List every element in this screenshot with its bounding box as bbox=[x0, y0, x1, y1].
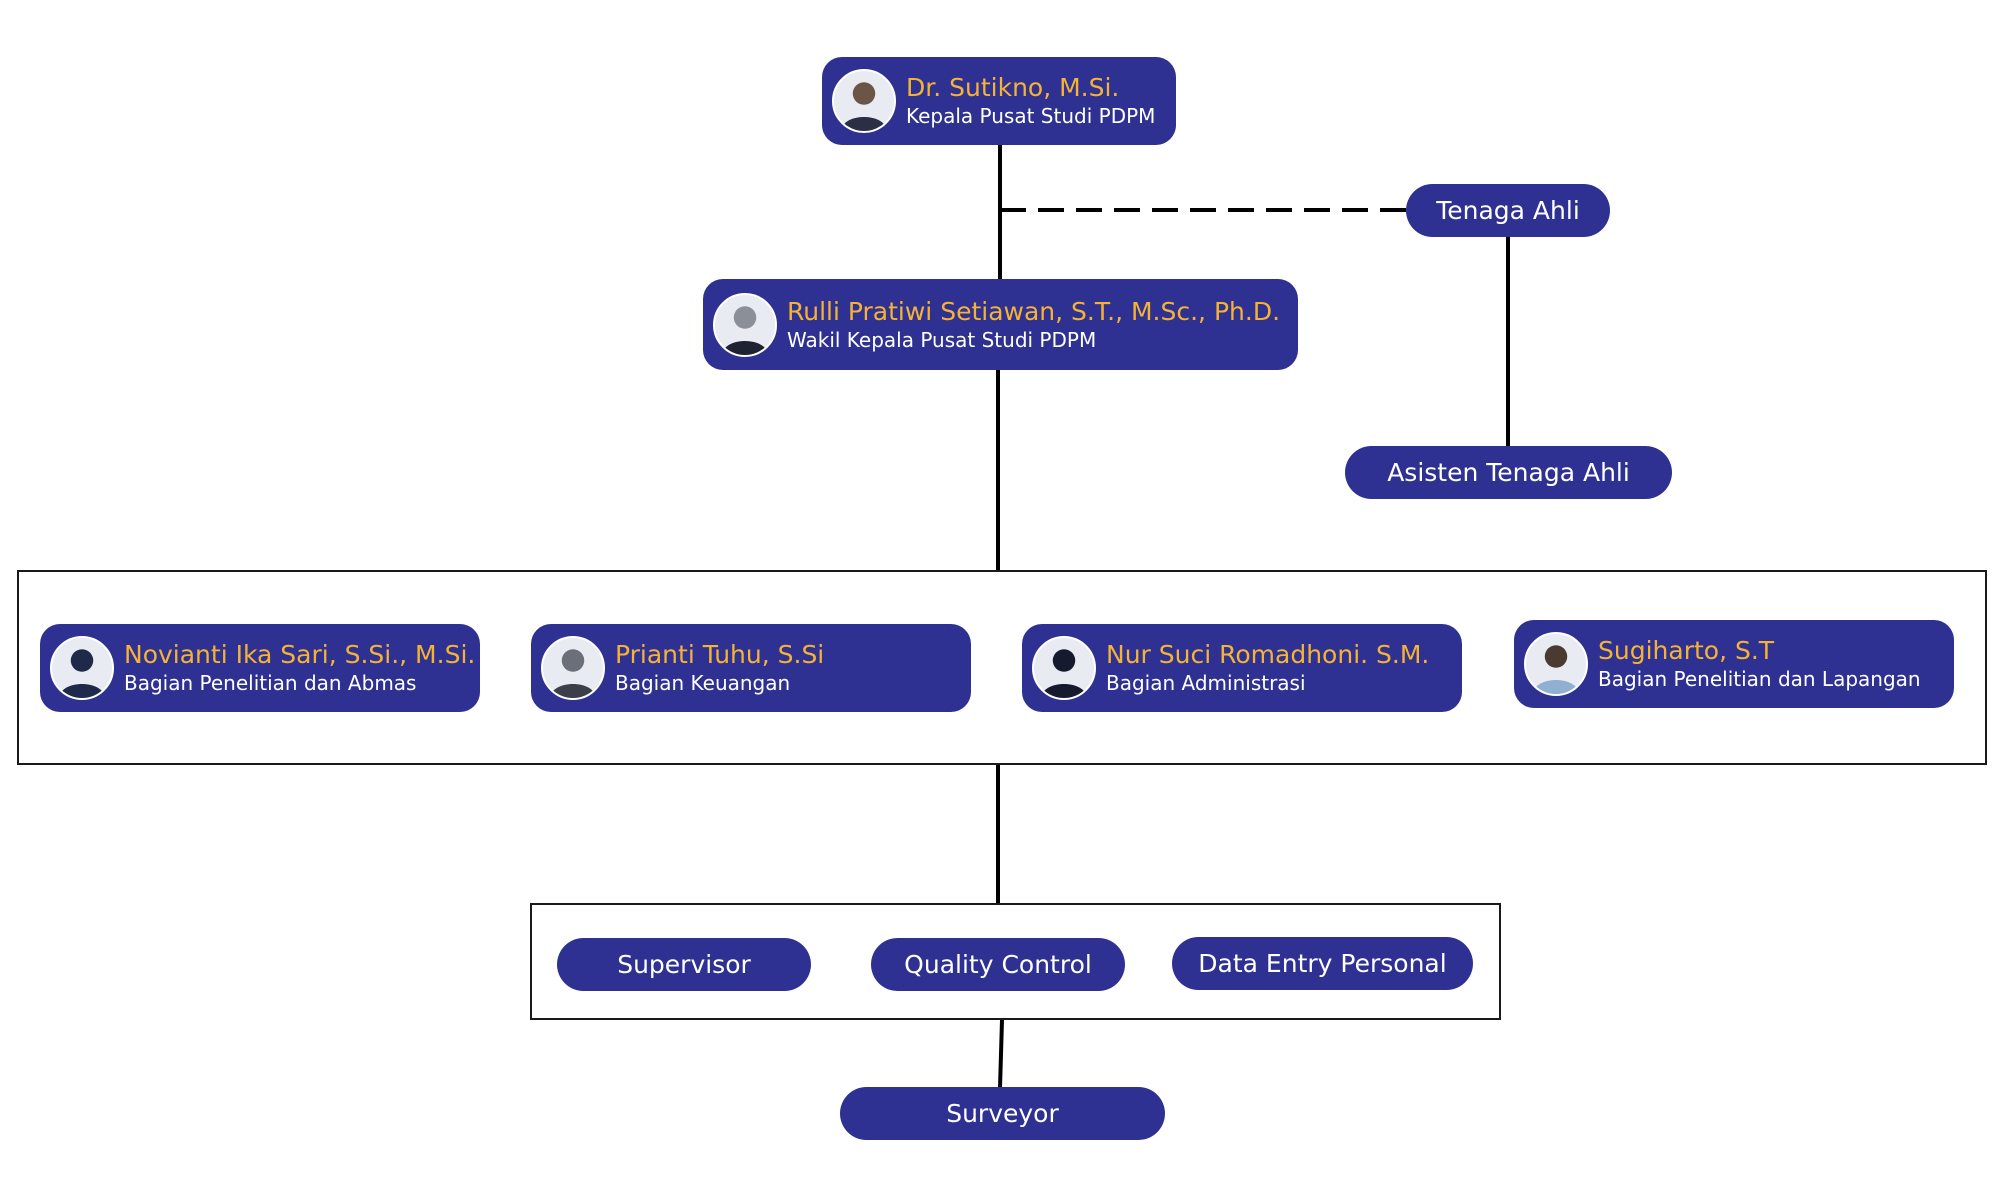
node-surveyor: Surveyor bbox=[840, 1087, 1165, 1140]
node-division-3: Nur Suci Romadhoni. S.M. Bagian Administ… bbox=[1022, 624, 1462, 712]
node-quality-control: Quality Control bbox=[871, 938, 1125, 991]
node-division-2: Prianti Tuhu, S.Si Bagian Keuangan bbox=[531, 624, 971, 712]
division-role: Bagian Penelitian dan Abmas bbox=[124, 671, 417, 695]
division-name: Nur Suci Romadhoni. S.M. bbox=[1106, 640, 1430, 669]
divisions-group-frame bbox=[17, 570, 1987, 765]
node-asisten-tenaga-ahli: Asisten Tenaga Ahli bbox=[1345, 446, 1672, 499]
head-name: Dr. Sutikno, M.Si. bbox=[906, 73, 1120, 102]
person-avatar-icon bbox=[1032, 636, 1096, 700]
person-avatar-icon bbox=[1524, 632, 1588, 696]
division-role: Bagian Administrasi bbox=[1106, 671, 1306, 695]
node-division-1: Novianti Ika Sari, S.Si., M.Si. Bagian P… bbox=[40, 624, 480, 712]
field-team-group-frame bbox=[530, 903, 1501, 1020]
division-role: Bagian Keuangan bbox=[615, 671, 791, 695]
node-division-4: Sugiharto, S.T Bagian Penelitian dan Lap… bbox=[1514, 620, 1954, 708]
node-data-entry-personal: Data Entry Personal bbox=[1172, 937, 1473, 990]
division-name: Sugiharto, S.T bbox=[1598, 636, 1775, 665]
person-avatar-icon bbox=[832, 69, 896, 133]
person-avatar-icon bbox=[541, 636, 605, 700]
node-head: Dr. Sutikno, M.Si. Kepala Pusat Studi PD… bbox=[822, 57, 1176, 145]
node-tenaga-ahli: Tenaga Ahli bbox=[1406, 184, 1610, 237]
connector-fieldteam-surveyor bbox=[998, 1019, 1004, 1089]
deputy-role: Wakil Kepala Pusat Studi PDPM bbox=[787, 327, 1097, 352]
person-avatar-icon bbox=[713, 292, 777, 357]
division-role: Bagian Penelitian dan Lapangan bbox=[1598, 667, 1921, 691]
person-avatar-icon bbox=[50, 636, 114, 700]
division-name: Novianti Ika Sari, S.Si., M.Si. bbox=[124, 640, 476, 669]
deputy-name: Rulli Pratiwi Setiawan, S.T., M.Sc., Ph.… bbox=[787, 296, 1281, 326]
node-supervisor: Supervisor bbox=[557, 938, 811, 991]
head-role: Kepala Pusat Studi PDPM bbox=[906, 104, 1156, 128]
node-deputy: Rulli Pratiwi Setiawan, S.T., M.Sc., Ph.… bbox=[703, 279, 1298, 370]
division-name: Prianti Tuhu, S.Si bbox=[615, 640, 825, 669]
